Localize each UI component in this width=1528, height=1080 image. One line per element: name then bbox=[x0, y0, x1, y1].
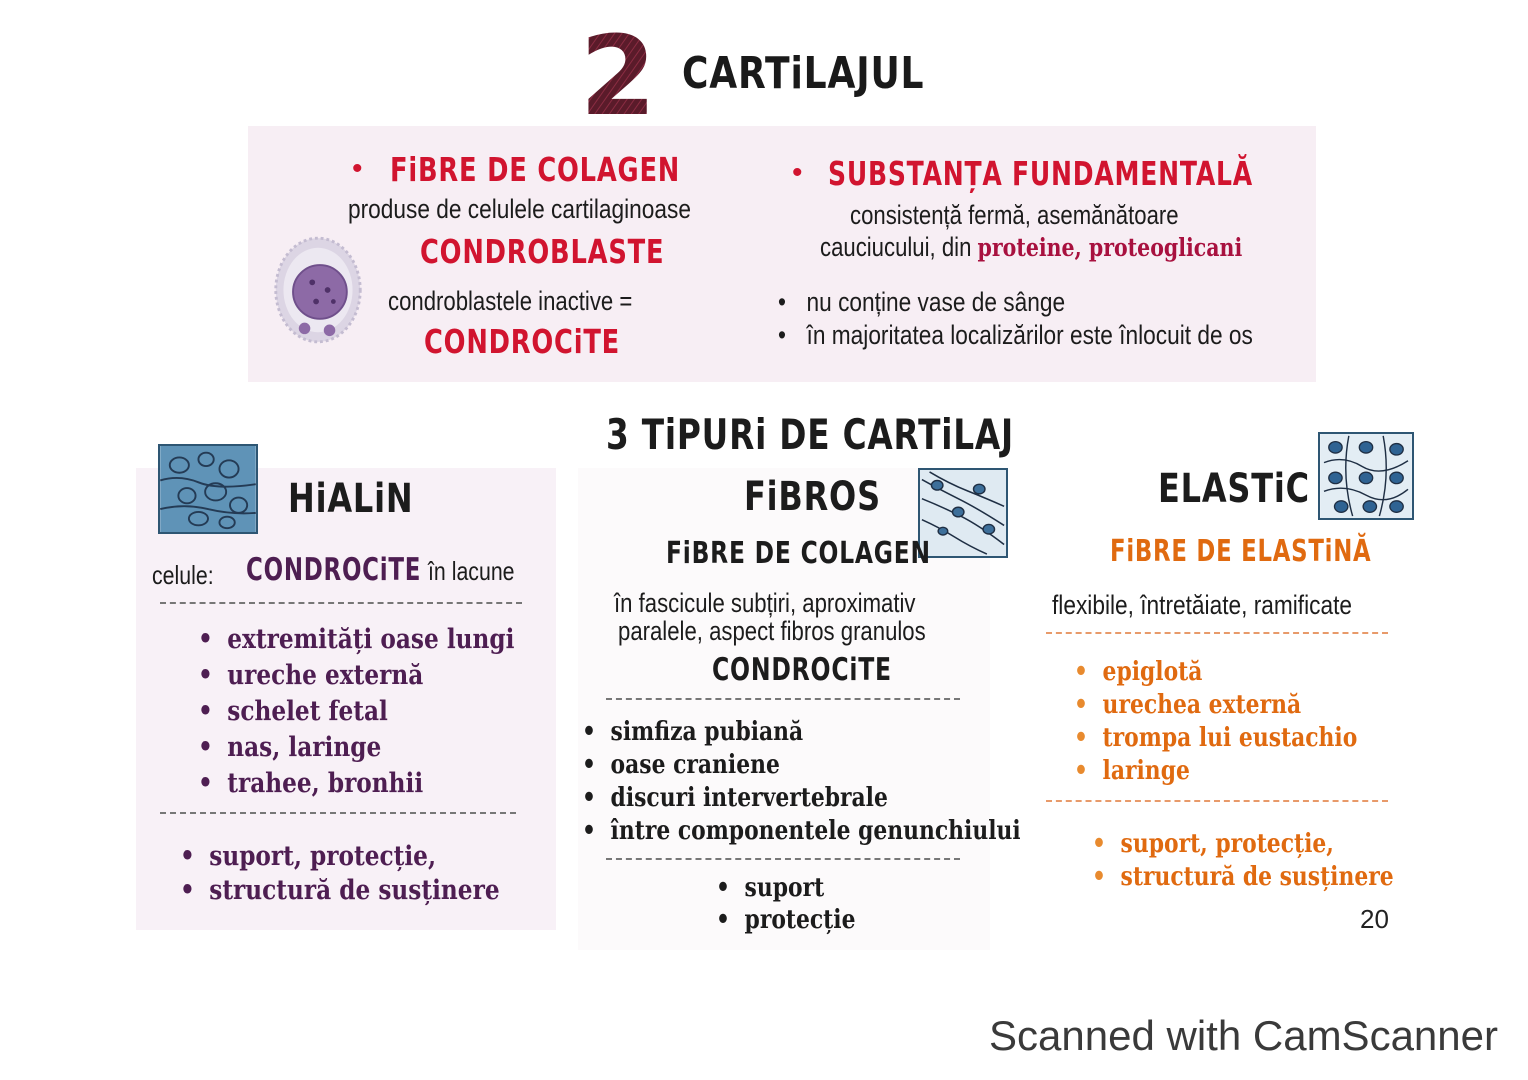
fibros-cells: CONDROCiTE bbox=[712, 652, 892, 688]
fibros-subtitle: FiBRE DE COLAGEN bbox=[666, 536, 931, 571]
divider bbox=[1046, 800, 1388, 802]
section-number: 2 bbox=[580, 22, 657, 122]
list-item: structură de susținere bbox=[1092, 861, 1394, 894]
list-item: ureche externă bbox=[198, 658, 514, 694]
page-title: CARTiLAJUL bbox=[682, 48, 925, 99]
types-heading: 3 TiPURi DE CARTiLAJ bbox=[606, 410, 1014, 459]
collagen-title: FiBRE DE COLAGEN bbox=[390, 150, 681, 189]
fibros-roles: suport protecție bbox=[716, 872, 855, 936]
list-item: epiglotă bbox=[1074, 656, 1357, 689]
ground-substance-line2-text: cauciucului, din bbox=[820, 232, 978, 262]
elastic-locations: epiglotă urechea externă trompa lui eust… bbox=[1074, 656, 1357, 788]
collagen-bullet: • bbox=[352, 152, 363, 185]
hialin-locations: extremități oase lungi ureche externă sc… bbox=[198, 622, 514, 802]
elastic-title: ELASTiC bbox=[1158, 466, 1310, 512]
fibros-locations: simfiza pubiană oase craniene discuri in… bbox=[582, 716, 1021, 848]
chondroblast-label: CONDROBLASTE bbox=[420, 232, 665, 271]
page-number: 20 bbox=[1360, 904, 1389, 934]
list-item: trompa lui eustachio bbox=[1074, 722, 1357, 755]
ground-substance-components: proteine, proteoglicani bbox=[977, 233, 1243, 262]
list-item: suport bbox=[716, 872, 855, 904]
hyaline-tissue-icon bbox=[158, 444, 258, 534]
list-item: structură de susținere bbox=[180, 874, 500, 908]
list-item: nas, laringe bbox=[198, 730, 514, 766]
ground-substance-line2: cauciucului, din proteine, proteoglicani bbox=[820, 232, 1242, 263]
svg-text:2: 2 bbox=[580, 22, 657, 122]
divider bbox=[1046, 632, 1388, 634]
elastic-tissue-icon bbox=[1318, 432, 1414, 520]
fibrous-tissue-icon bbox=[918, 468, 1008, 558]
list-item: simfiza pubiană bbox=[582, 716, 1021, 749]
elastic-subtitle: FiBRE DE ELASTiNĂ bbox=[1110, 534, 1372, 569]
hialin-cells-suffix: în lacune bbox=[428, 556, 515, 586]
ground-substance-title: SUBSTANȚA FUNDAMENTALĂ bbox=[828, 154, 1253, 193]
elastic-desc: flexibile, întretăiate, ramificate bbox=[1052, 590, 1353, 620]
list-item: în majoritatea localizărilor este înlocu… bbox=[778, 319, 1253, 352]
list-item: suport, protecție, bbox=[1092, 828, 1394, 861]
chondroblast-desc: condroblastele inactive = bbox=[388, 286, 633, 316]
list-item: discuri intervertebrale bbox=[582, 782, 1021, 815]
divider bbox=[160, 812, 516, 814]
ground-substance-bullet: • bbox=[792, 156, 803, 189]
list-item: laringe bbox=[1074, 755, 1357, 788]
divider bbox=[606, 858, 960, 860]
hialin-cells-value: CONDROCiTE bbox=[246, 552, 422, 588]
fibros-desc1: în fascicule subțiri, aproximativ bbox=[614, 588, 916, 618]
list-item: schelet fetal bbox=[198, 694, 514, 730]
divider bbox=[606, 698, 960, 700]
ground-substance-bullets: nu conține vase de sânge în majoritatea … bbox=[778, 286, 1253, 352]
list-item: suport, protecție, bbox=[180, 840, 500, 874]
list-item: trahee, bronhii bbox=[198, 766, 514, 802]
fibros-desc2: paralele, aspect fibros granulos bbox=[618, 616, 926, 646]
chondrocyte-label: CONDROCiTE bbox=[424, 322, 621, 361]
scanner-watermark: Scanned with CamScanner bbox=[989, 1012, 1498, 1059]
hialin-cells-label: celule: bbox=[152, 560, 214, 590]
divider bbox=[160, 602, 522, 604]
elastic-roles: suport, protecție, structură de susținer… bbox=[1092, 828, 1394, 894]
collagen-desc: produse de celulele cartilaginoase bbox=[348, 194, 691, 224]
ground-substance-line1: consistență fermă, asemănătoare bbox=[850, 200, 1179, 230]
list-item: între componentele genunchiului bbox=[582, 815, 1021, 848]
list-item: protecție bbox=[716, 904, 855, 936]
hialin-title: HiALiN bbox=[288, 476, 414, 522]
chondroblast-cell-icon bbox=[274, 236, 362, 344]
list-item: nu conține vase de sânge bbox=[778, 286, 1253, 319]
list-item: extremități oase lungi bbox=[198, 622, 514, 658]
fibros-title: FiBROS bbox=[744, 474, 881, 520]
list-item: oase craniene bbox=[582, 749, 1021, 782]
hialin-roles: suport, protecție, structură de susținer… bbox=[180, 840, 500, 908]
list-item: urechea externă bbox=[1074, 689, 1357, 722]
